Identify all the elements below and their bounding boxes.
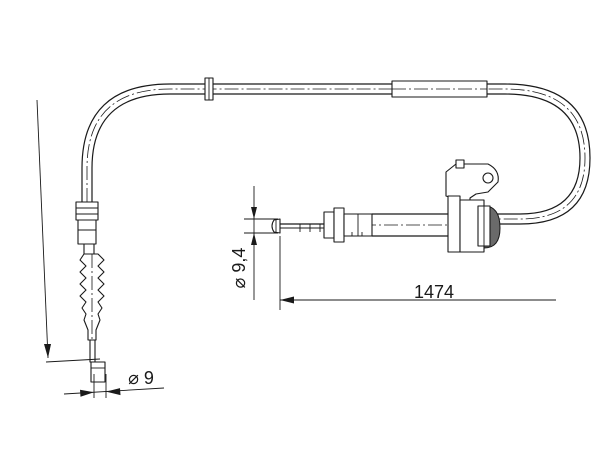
cable-sheath <box>81 83 591 225</box>
bellows-boot <box>79 253 105 341</box>
bottom-end-nipple <box>89 339 106 383</box>
right-end-fitting <box>323 207 373 243</box>
end-diameter-label: ⌀ 9,4 <box>229 248 249 289</box>
left-end-fitting <box>75 201 99 255</box>
length-label: 1474 <box>414 282 454 302</box>
bottom-diameter-dimension: ⌀ 9 <box>63 368 165 398</box>
length-dimension: 1474 <box>279 236 556 310</box>
mounting-bracket <box>445 159 501 253</box>
end-diameter-dimension: ⌀ 9,4 <box>229 186 278 300</box>
vertical-extent-arrow <box>36 99 101 363</box>
sheath-sleeve-right <box>391 80 488 98</box>
inner-cable <box>279 223 325 232</box>
bottom-diameter-label: ⌀ 9 <box>128 368 154 388</box>
cable-end-nipple <box>271 218 281 234</box>
sheath-ferrule-left <box>204 77 214 101</box>
